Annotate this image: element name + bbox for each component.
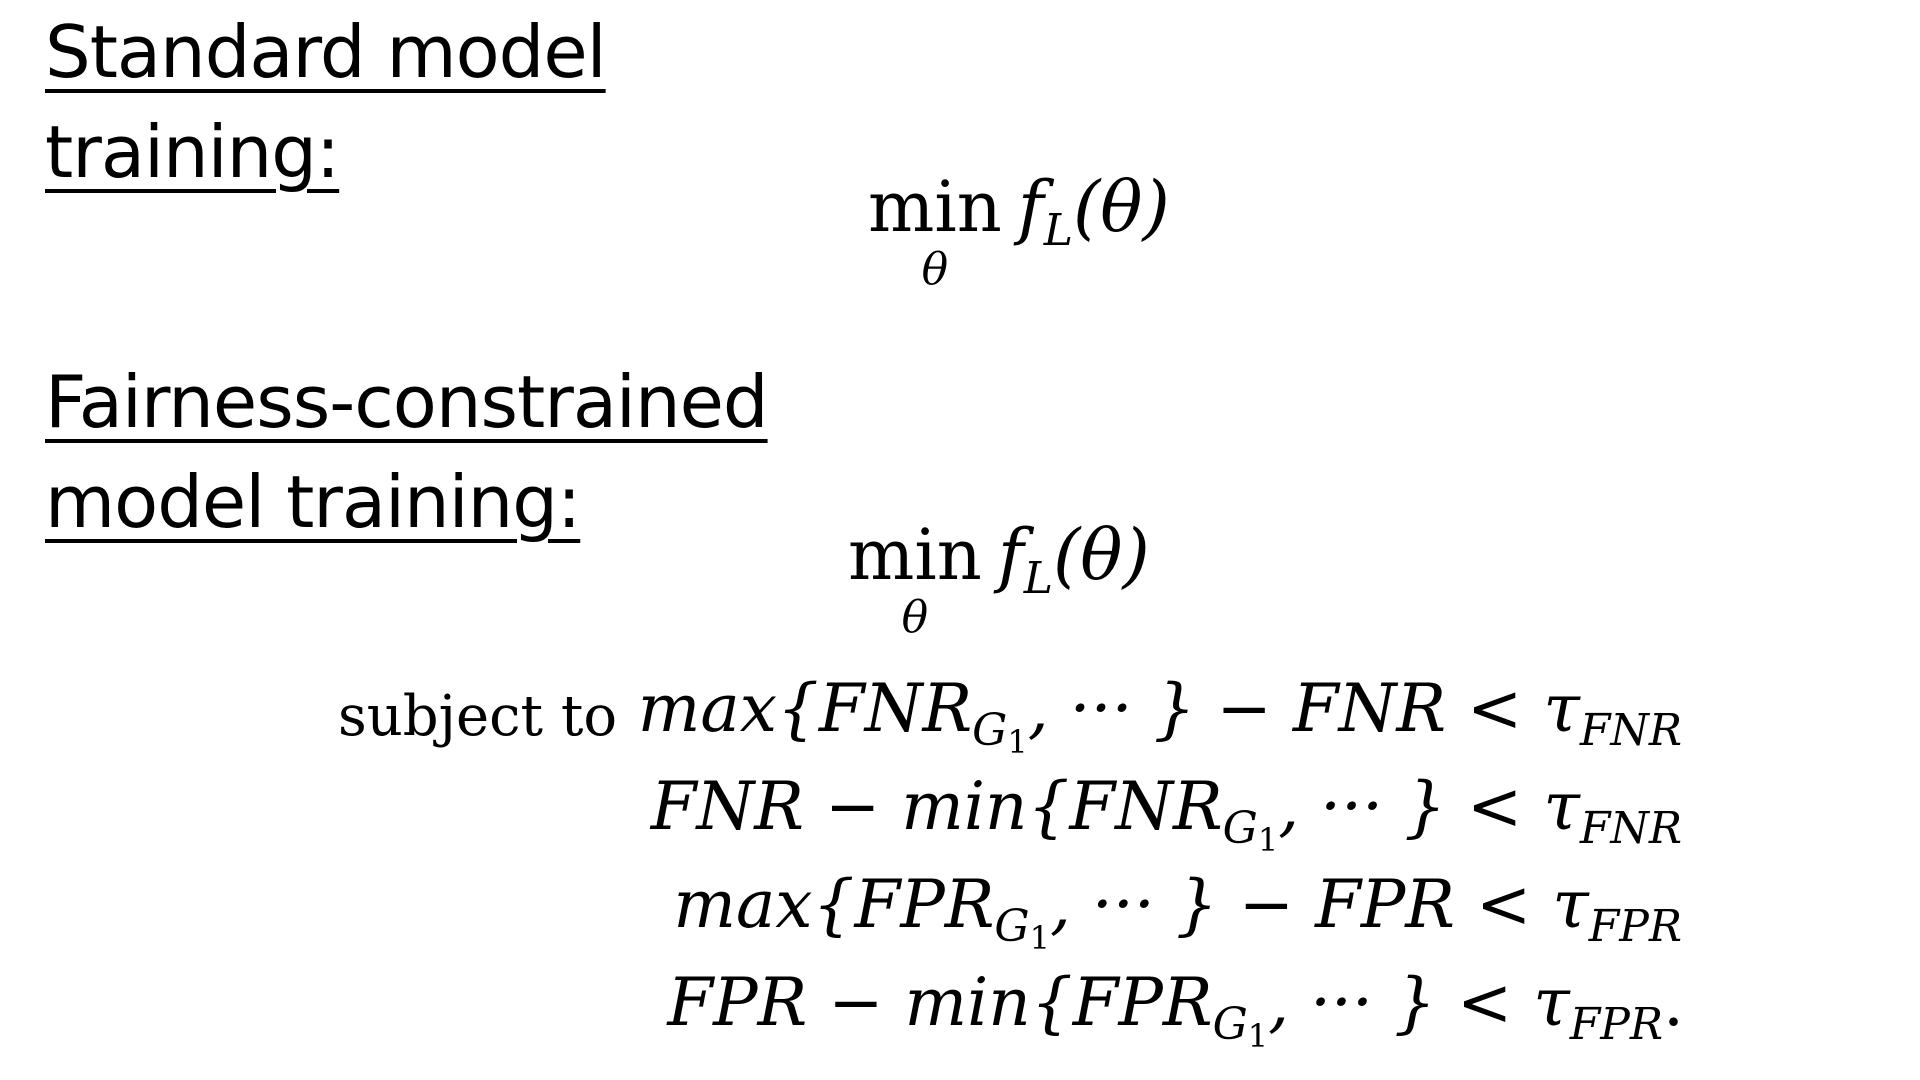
min-operator: min θ <box>868 172 1002 292</box>
constraint-mid: , ··· } < τ <box>1278 768 1580 845</box>
tau-subscript: FPR <box>1569 999 1664 1050</box>
subject-to-label: subject to <box>338 684 618 749</box>
standard-objective-formula: min θ fL(θ) <box>868 172 1170 292</box>
constraint-fnr-min: FNR − min{FNRG1, ··· } < τFNR <box>651 774 1682 859</box>
constraint-lhs: max{FNR <box>637 670 973 747</box>
constraint-lhs: FPR − min{FPR <box>667 964 1213 1041</box>
fairness-objective-formula: min θ fL(θ) <box>848 520 1150 640</box>
constraint-mid: , ··· } − FPR < τ <box>1049 866 1589 943</box>
constraint-end: . <box>1663 964 1684 1041</box>
heading-fairness-line1: Fairness-constrained <box>45 360 769 444</box>
constraint-fpr-min: FPR − min{FPRG1, ··· } < τFPR. <box>667 970 1684 1055</box>
group-subscript: G1 <box>1222 803 1279 859</box>
min-label: min <box>868 166 1002 248</box>
group-subscript: G1 <box>994 901 1050 957</box>
objective-function: fL(θ) <box>998 520 1150 601</box>
function-name: f <box>1017 166 1044 248</box>
tau-subscript: FNR <box>1579 803 1682 854</box>
objective-function: fL(θ) <box>1018 172 1170 253</box>
heading-fairness-training: Fairness-constrained model training: <box>45 352 769 552</box>
heading-standard-line2: training: <box>45 110 340 194</box>
min-variable: θ <box>901 592 929 643</box>
min-operator: min θ <box>848 520 982 640</box>
constraint-lhs: max{FPR <box>673 866 995 943</box>
group-subscript: G1 <box>972 705 1028 761</box>
constraint-mid: , ··· } < τ <box>1268 964 1570 1041</box>
function-subscript: L <box>1023 553 1053 604</box>
group-subscript: G1 <box>1212 999 1269 1055</box>
tau-subscript: FNR <box>1579 705 1682 756</box>
min-label: min <box>848 514 982 596</box>
min-variable: θ <box>921 244 949 295</box>
function-subscript: L <box>1043 205 1073 256</box>
tau-subscript: FPR <box>1588 901 1682 952</box>
heading-standard-training: Standard model training: <box>45 2 607 202</box>
function-argument: (θ) <box>1053 514 1150 596</box>
constraint-lhs: FNR − min{FNR <box>650 768 1223 845</box>
constraint-fnr-max: max{FNRG1, ··· } − FNR < τFNR <box>638 676 1682 761</box>
constraint-mid: , ··· } − FNR < τ <box>1027 670 1580 747</box>
function-name: f <box>997 514 1024 596</box>
heading-fairness-line2: model training: <box>45 460 581 544</box>
constraint-fpr-max: max{FPRG1, ··· } − FPR < τFPR <box>673 872 1682 957</box>
heading-standard-line1: Standard model <box>45 10 607 94</box>
function-argument: (θ) <box>1073 166 1170 248</box>
